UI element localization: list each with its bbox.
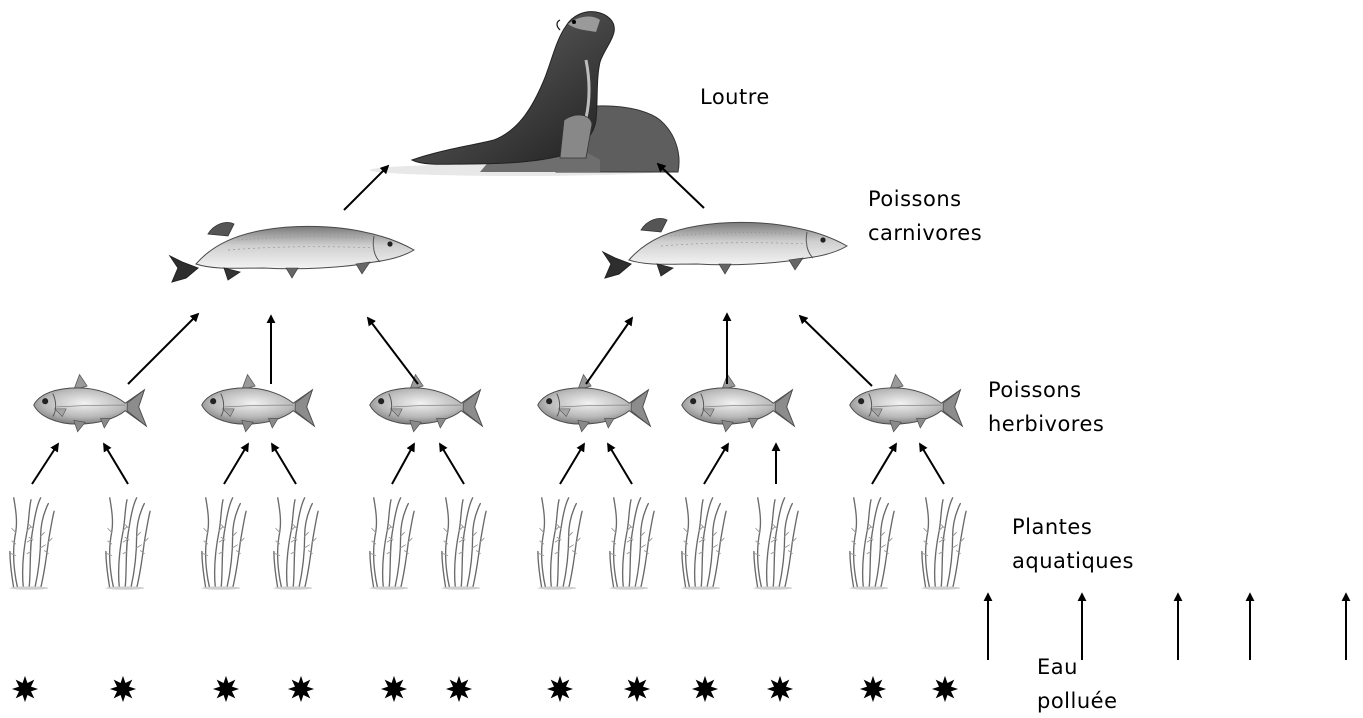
- otter-label: Loutre: [700, 80, 770, 114]
- aquatic-plants-label: Plantes aquatiques: [1012, 510, 1134, 578]
- otter-label-line: Loutre: [700, 80, 770, 114]
- carnivorous-fish-label: Poissons carnivores: [868, 182, 982, 250]
- aquatic-plants-label-line-2: aquatiques: [1012, 544, 1134, 578]
- otter-illustration: [370, 12, 679, 176]
- polluted-water-label-line-1: Eau: [1037, 650, 1118, 684]
- herbivorous-fish-label-line-1: Poissons: [988, 373, 1104, 407]
- carnivorous-fish-label-line-2: carnivores: [868, 216, 982, 250]
- aquatic-plants: [10, 498, 966, 590]
- carnivorous-fish: [170, 218, 847, 282]
- arrows-herbivore-to-carnivore: [128, 314, 872, 386]
- polluted-water-label-line-2: polluée: [1037, 684, 1118, 718]
- carnivorous-fish-label-line-1: Poissons: [868, 182, 982, 216]
- herbivorous-fish: [34, 375, 963, 432]
- aquatic-plants-label-line-1: Plantes: [1012, 510, 1134, 544]
- herbivorous-fish-label-line-2: herbivores: [988, 407, 1104, 441]
- herbivorous-fish-label: Poissons herbivores: [988, 373, 1104, 441]
- pollution-particles: [12, 676, 958, 702]
- polluted-water-label: Eau polluée: [1037, 650, 1118, 718]
- arrows-plant-to-herbivore: [32, 444, 944, 484]
